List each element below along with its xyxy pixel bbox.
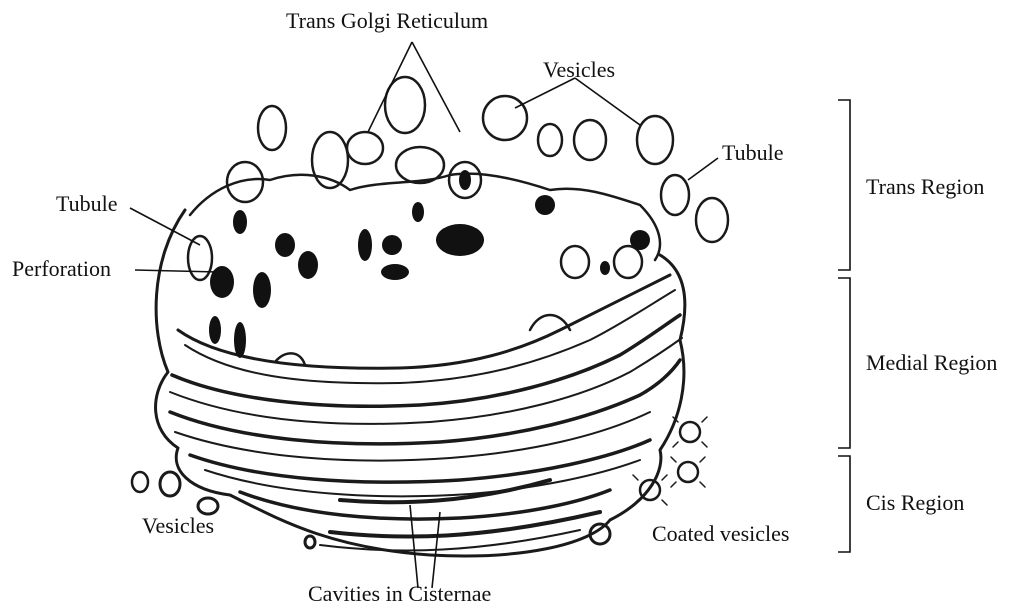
label-cis-region: Cis Region bbox=[866, 492, 964, 514]
label-tubule-right: Tubule bbox=[722, 142, 784, 164]
label-trans-region: Trans Region bbox=[866, 176, 984, 198]
label-vesicles-bottom: Vesicles bbox=[142, 515, 214, 537]
label-cavities-in-cisternae: Cavities in Cisternae bbox=[308, 583, 491, 605]
label-medial-region: Medial Region bbox=[866, 352, 997, 374]
label-coated-vesicles: Coated vesicles bbox=[652, 523, 789, 545]
label-vesicles-top: Vesicles bbox=[543, 59, 615, 81]
label-trans-golgi-reticulum: Trans Golgi Reticulum bbox=[286, 10, 488, 32]
golgi-body bbox=[156, 174, 685, 556]
perforations bbox=[209, 170, 650, 358]
label-perforation: Perforation bbox=[12, 258, 111, 280]
region-brackets bbox=[838, 100, 850, 552]
label-tubule-left: Tubule bbox=[56, 193, 118, 215]
